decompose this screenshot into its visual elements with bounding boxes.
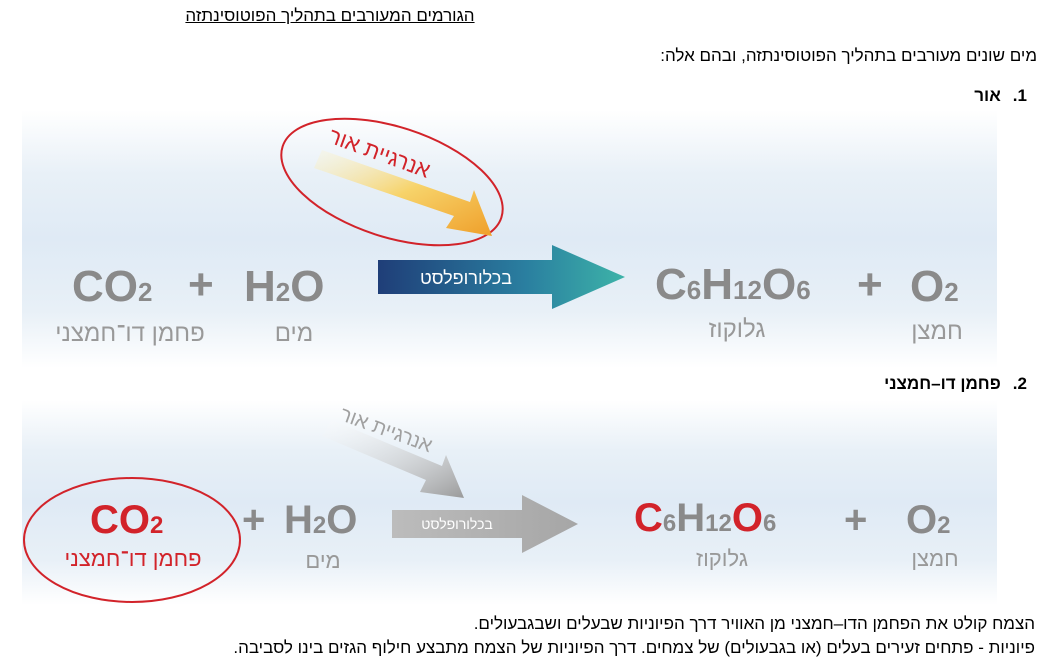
formula-o2: O2 (910, 262, 959, 311)
chloroplast-label: בכלורופלסט (420, 268, 512, 288)
h2o-label: מים (274, 320, 314, 347)
formula-h2o: H2O (284, 498, 358, 542)
glucose-label: גלוקוז (695, 546, 749, 571)
chloroplast-arrow (378, 245, 625, 309)
plus-sign: + (857, 260, 883, 309)
h2o-label: מים (305, 548, 341, 573)
diagram-co2: אנרגיית אור בכלורופלסט CO2 + H2O C6H12O6… (22, 400, 997, 605)
plus-sign: + (242, 498, 266, 542)
o2-label: חמצן (911, 318, 963, 345)
item-label: אור (974, 86, 1001, 105)
light-energy-arrow (322, 420, 464, 498)
item-light: 1. אור (974, 86, 1027, 106)
item-co2: 2. פחמן דו–חמצני (884, 374, 1027, 394)
page-title: הגורמים המעורבים בתהליך הפוטוסינתזה (185, 6, 475, 25)
diagram-co2-svg: אנרגיית אור בכלורופלסט (23, 404, 578, 603)
chloroplast-arrow (392, 495, 578, 553)
energy-highlight-ellipse (280, 117, 504, 247)
plus-sign: + (188, 260, 214, 309)
plus-sign: + (844, 498, 868, 542)
diagram-light-svg: אנרגיית אור בכלורופלסט (280, 117, 625, 309)
item-label: פחמן דו–חמצני (884, 374, 1001, 393)
formula-glucose: C6H12O6 (634, 496, 777, 540)
o2-label: חמצן (911, 546, 959, 571)
body-text-line: פיוניות - פתחים זעירים בעלים (או בגבעולי… (233, 638, 1035, 657)
formula-co2: CO2 (90, 498, 164, 542)
intro-text: מים שונים מעורבים בתהליך הפוטוסינתזה, וב… (660, 46, 1037, 65)
item-number: 1. (1012, 86, 1027, 105)
formula-h2o: H2O (244, 262, 325, 311)
glucose-label: גלוקוז (708, 316, 766, 343)
co2-label: פחמן דו־חמצני (55, 320, 205, 347)
co2-label: פחמן דו־חמצני (64, 546, 202, 571)
body-text-line: הצמח קולט את הפחמן הדו–חמצני מן האוויר ד… (473, 614, 1035, 633)
light-energy-arrow (314, 150, 492, 236)
formula-o2: O2 (906, 498, 951, 542)
formula-co2: CO2 (72, 262, 153, 311)
chloroplast-label: בכלורופלסט (421, 516, 493, 532)
diagram-light: אנרגיית אור בכלורופלסט CO2 + H2O C6H12O6… (22, 110, 997, 368)
co2-highlight-ellipse (23, 477, 241, 603)
formula-glucose: C6H12O6 (655, 260, 811, 309)
item-number: 2. (1012, 374, 1027, 393)
